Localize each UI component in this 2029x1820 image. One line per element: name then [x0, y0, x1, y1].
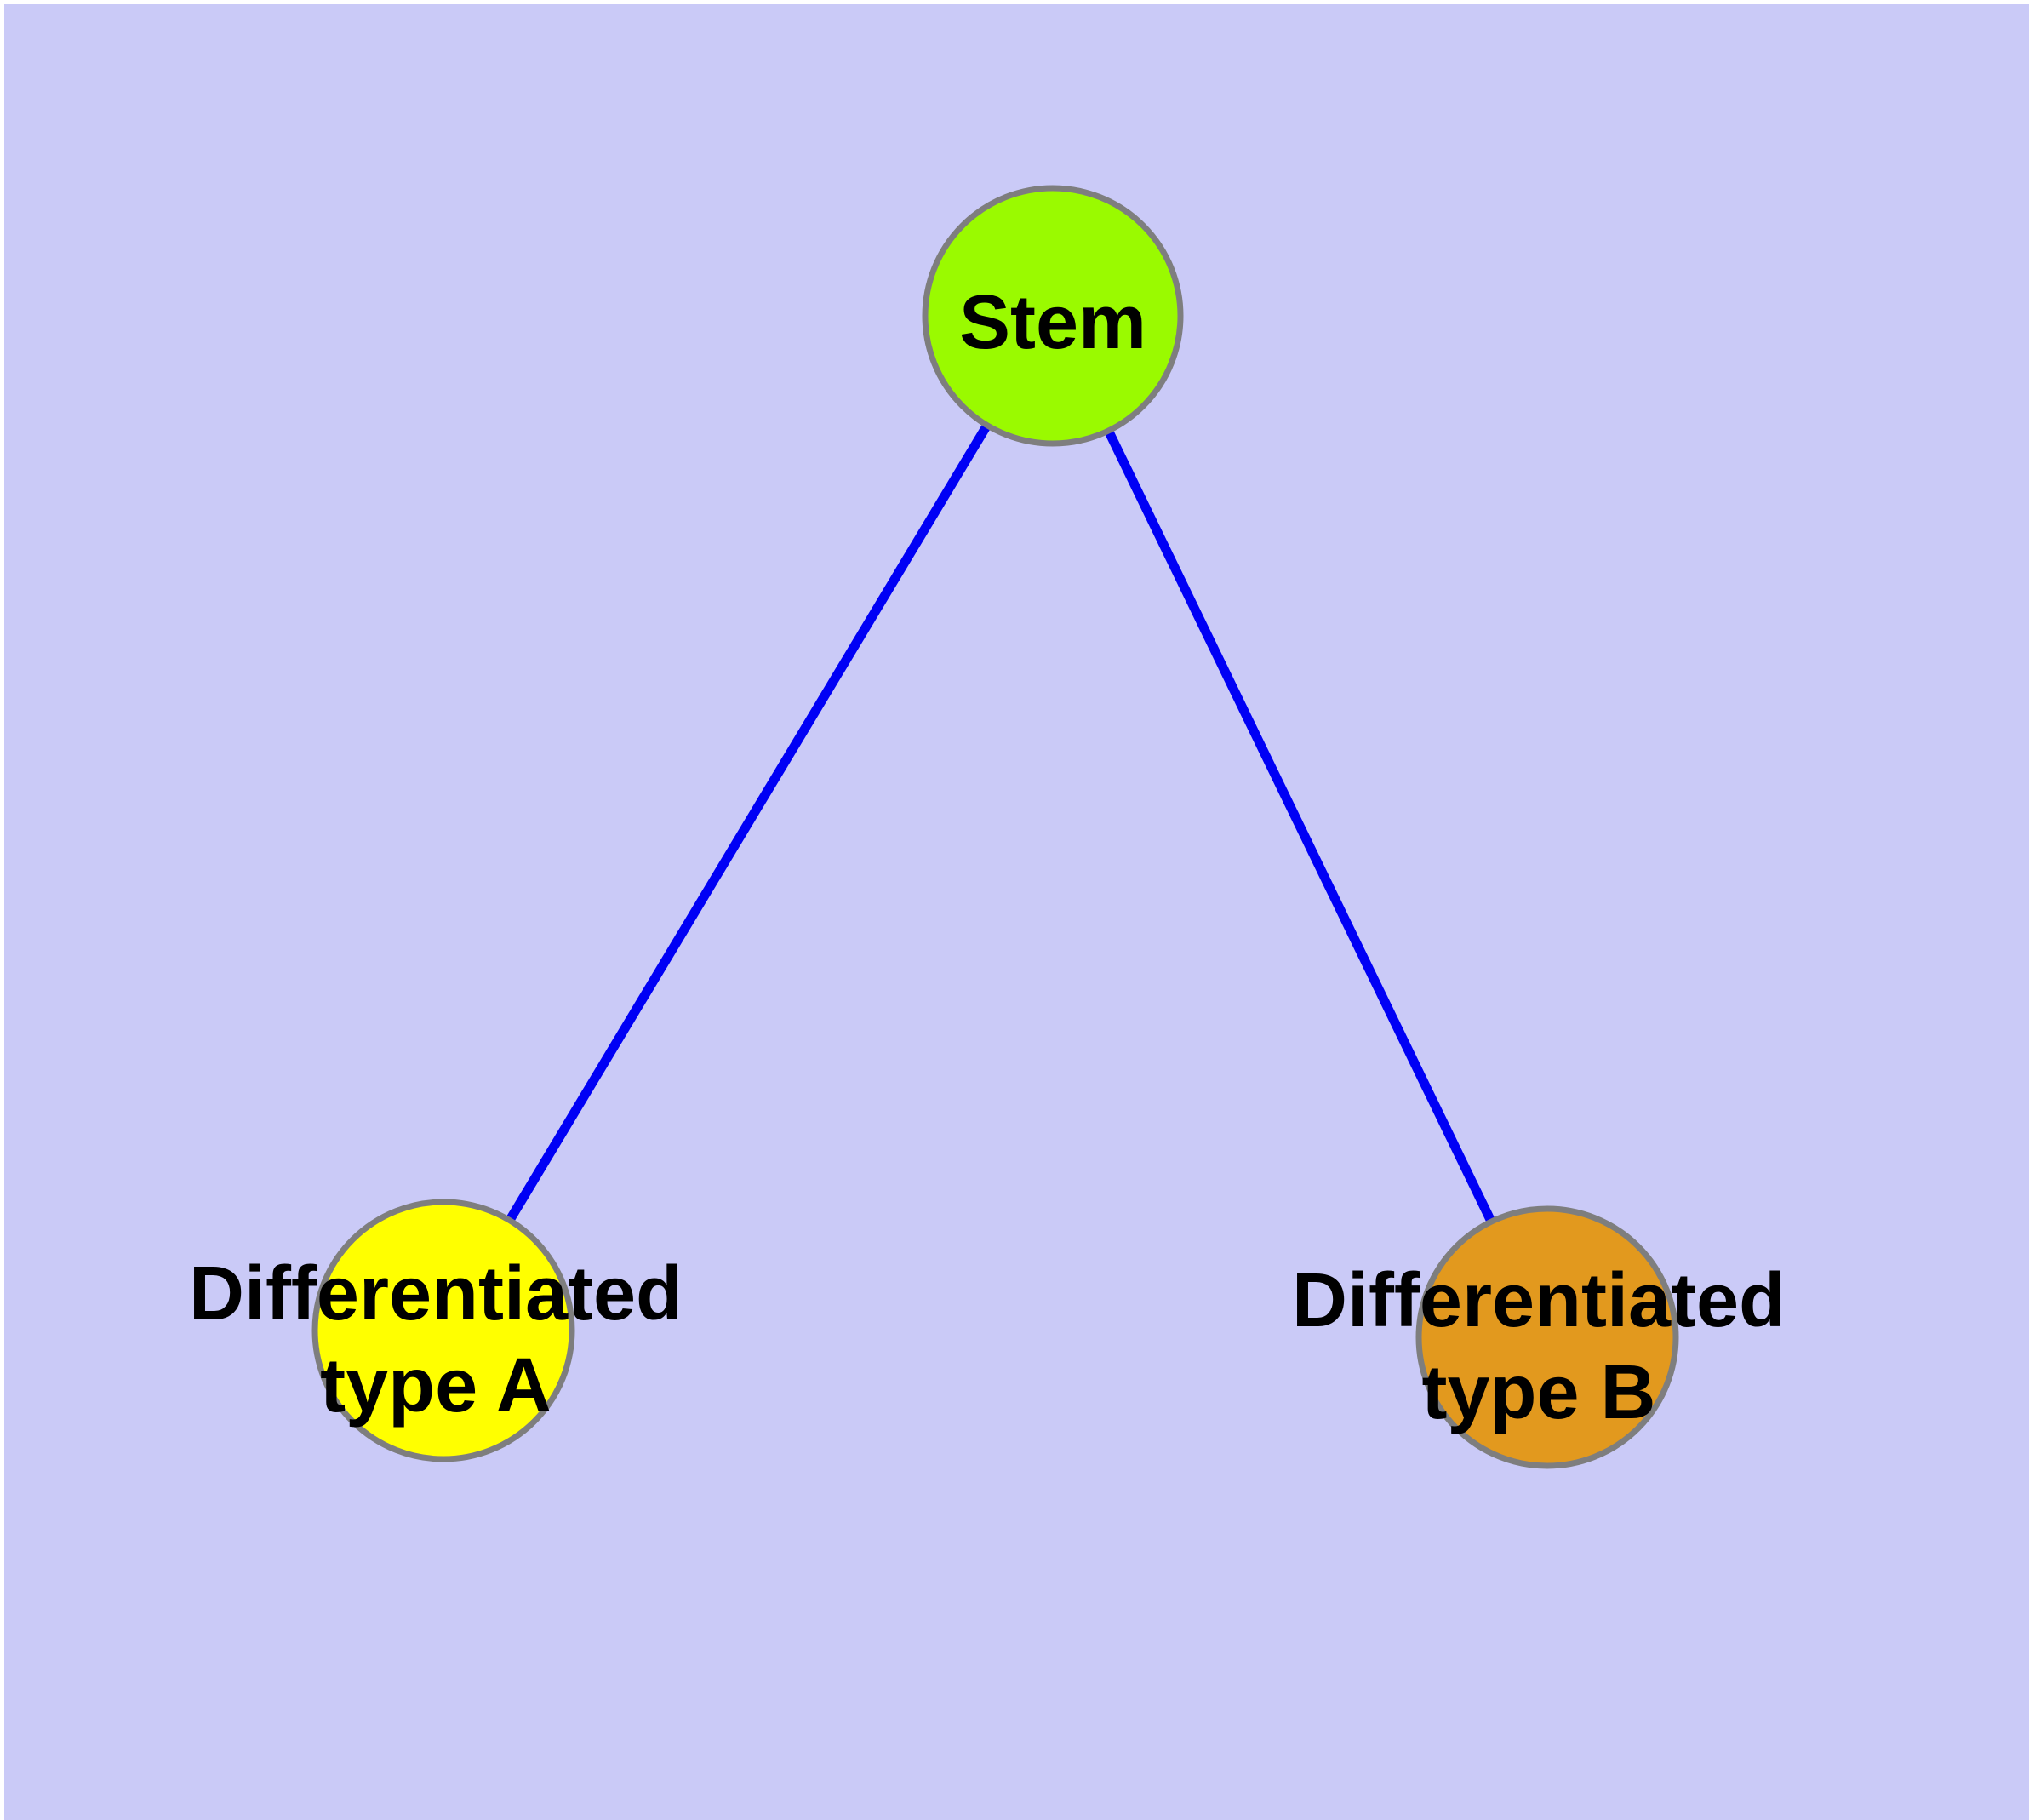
- type-b-node-circle: [1415, 1205, 1679, 1469]
- type-a-node-circle: [311, 1199, 575, 1462]
- edge-stem-to-type-b: [1049, 313, 1552, 1340]
- node-stem: Stem: [922, 185, 1184, 447]
- node-differentiated-type-a: Differentiated type A: [189, 1199, 683, 1462]
- type-b-node-label-line1: Differentiated: [1292, 1258, 1786, 1343]
- stem-node-label: Stem: [959, 280, 1146, 365]
- type-a-node-label-line1: Differentiated: [189, 1251, 683, 1336]
- type-b-node-label-line2: type B: [1421, 1350, 1655, 1435]
- node-differentiated-type-b: Differentiated type B: [1292, 1205, 1786, 1469]
- stem-node-circle: [922, 185, 1184, 447]
- edge-stem-to-type-a: [439, 313, 1057, 1333]
- type-a-node-label-line2: type A: [320, 1343, 552, 1428]
